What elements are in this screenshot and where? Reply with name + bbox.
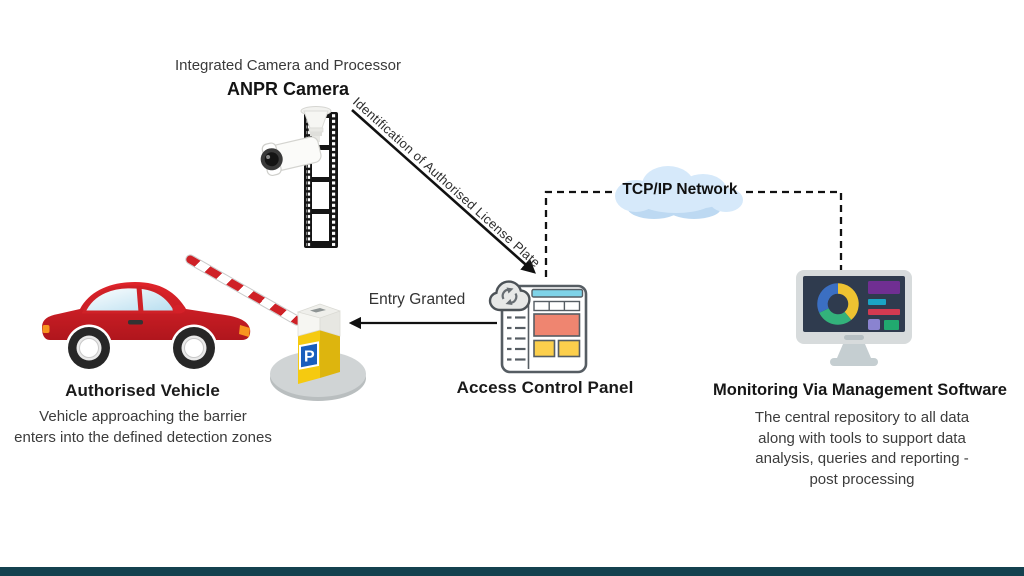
footer-bar xyxy=(0,567,1024,576)
cctv-camera-filmstrip-icon xyxy=(260,106,338,248)
camera-title: ANPR Camera xyxy=(226,79,350,99)
monitoring-title: Monitoring Via Management Software xyxy=(713,381,1007,399)
parking-barrier-icon: P xyxy=(270,303,366,401)
network-dashed-link-left xyxy=(544,190,614,277)
vehicle-description: Vehicle approaching the barrier enters i… xyxy=(14,408,272,446)
network-label: TCP/IP Network xyxy=(622,181,738,198)
cloud-icon xyxy=(615,166,743,219)
access-panel-title: Access Control Panel xyxy=(456,378,634,397)
parking-sign-letter: P xyxy=(304,349,315,366)
red-car-icon xyxy=(42,282,251,372)
control-panel-window-icon xyxy=(488,280,588,374)
dashboard-monitor-icon xyxy=(796,270,912,366)
cloud-refresh-icon xyxy=(488,280,531,312)
camera-subtitle: Integrated Camera and Processor xyxy=(175,57,401,74)
network-dashed-link-right xyxy=(746,190,843,270)
identification-arrow xyxy=(351,109,536,274)
entry-granted-label: Entry Granted xyxy=(368,291,466,308)
monitoring-description: The central repository to all data along… xyxy=(754,409,970,488)
vehicle-title: Authorised Vehicle xyxy=(65,381,220,400)
